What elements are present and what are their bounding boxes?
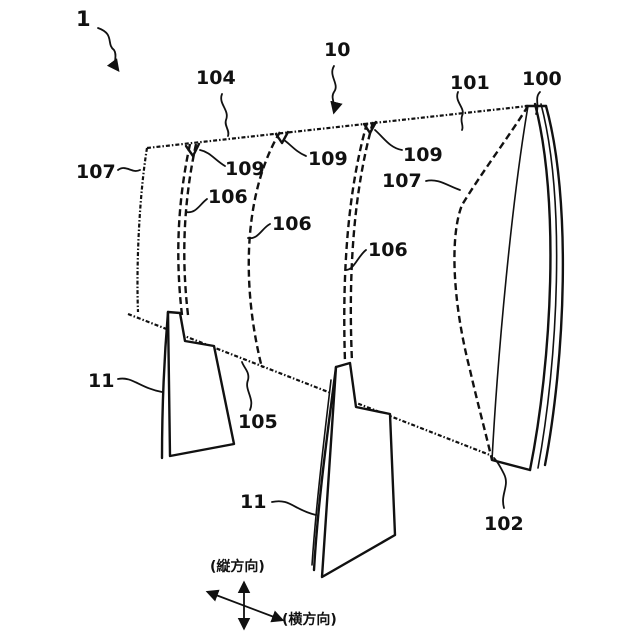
ref-109-b: 109 (308, 148, 348, 170)
panel-100-inner (492, 106, 528, 460)
leader-104 (221, 94, 228, 136)
left-edge-107 (137, 148, 147, 312)
fold-line-106-a1 (178, 144, 190, 315)
ref-101: 101 (450, 72, 490, 94)
ref-11-a: 11 (88, 370, 114, 392)
ref-106-a: 106 (208, 186, 248, 208)
ref-109-c: 109 (403, 144, 443, 166)
ref-104: 104 (196, 67, 236, 89)
ref-1: 1 (76, 7, 91, 31)
leader-109-a (200, 150, 225, 166)
horizontal-direction-label: (横方向) (282, 611, 337, 628)
curved-edge-107 (454, 106, 528, 460)
notch-109-a (186, 144, 199, 156)
ref-105: 105 (238, 411, 278, 433)
ref-109-a: 109 (225, 158, 265, 180)
stand-11-right (312, 363, 395, 577)
vertical-direction-label: (縦方向) (210, 558, 265, 575)
leader-1 (98, 28, 118, 70)
leader-lines (98, 28, 540, 515)
leader-10 (332, 66, 335, 112)
ref-107-left: 107 (76, 161, 116, 183)
stand-11-left (162, 312, 234, 458)
leader-109-c (375, 130, 402, 150)
ref-106-b: 106 (272, 213, 312, 235)
leader-109-b (284, 140, 306, 156)
top-edge-104 (147, 106, 528, 148)
leader-102 (494, 458, 506, 508)
ref-106-c: 106 (368, 239, 408, 261)
direction-legend: (縦方向) (横方向) (208, 558, 337, 628)
reference-numerals: 1 10 100 101 104 107 107 109 109 109 106… (76, 7, 562, 535)
leader-11-b (272, 501, 316, 515)
panel-100-front (530, 104, 550, 470)
leader-105 (242, 362, 251, 410)
leader-107-left (118, 168, 140, 171)
ref-107-right: 107 (382, 170, 422, 192)
horizontal-arrow (208, 592, 282, 620)
ref-102: 102 (484, 513, 524, 535)
ref-11-b: 11 (240, 491, 266, 513)
leader-100 (536, 92, 540, 114)
leader-101 (457, 92, 463, 130)
ref-100: 100 (522, 68, 562, 90)
leader-11-a (118, 379, 162, 392)
ref-10: 10 (324, 39, 350, 61)
leader-107-right (426, 180, 460, 190)
leader-106-a (186, 199, 207, 212)
leader-106-c (346, 250, 366, 270)
